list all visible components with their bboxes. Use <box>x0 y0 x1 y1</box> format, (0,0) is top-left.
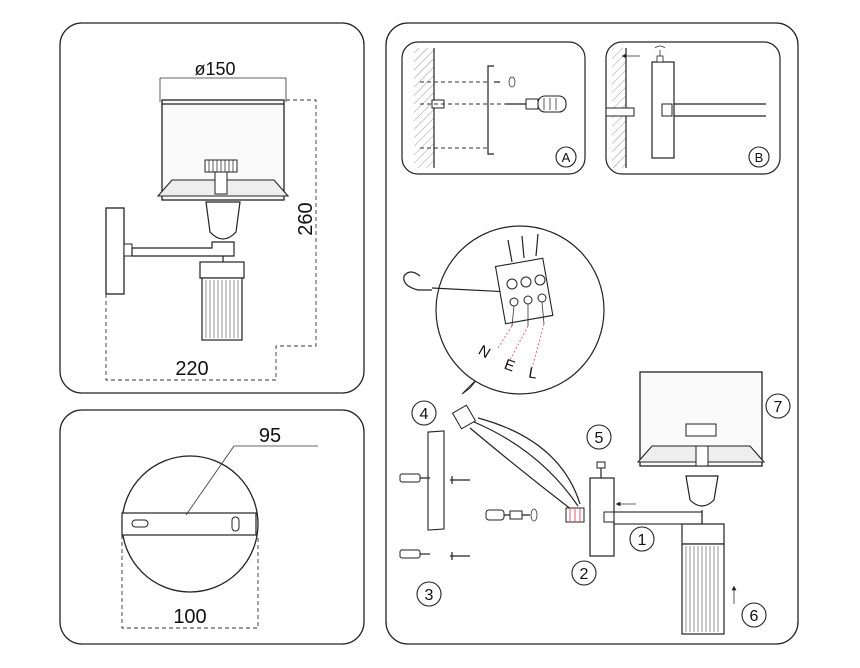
installation-panel: A B <box>385 22 799 645</box>
lamp-shade <box>156 99 290 201</box>
plate-diameter-label: 100 <box>173 606 206 628</box>
assembled-lamp <box>613 371 766 635</box>
step-6-badge: 6 <box>741 602 767 628</box>
detail-b: B <box>605 41 781 175</box>
detail-a: A <box>401 41 586 175</box>
svg-text:1: 1 <box>638 532 647 549</box>
ribbed-body <box>199 261 245 341</box>
connector-cable <box>451 404 585 523</box>
projection-label: 220 <box>175 358 208 380</box>
step-3-badge: 3 <box>416 581 442 607</box>
step-7-badge: 7 <box>765 393 791 419</box>
wall-plate <box>105 207 125 295</box>
detail-b-label: B <box>755 150 764 165</box>
step-5-badge: 5 <box>586 424 612 450</box>
height-label: 260 <box>295 202 317 235</box>
svg-text:7: 7 <box>774 399 783 416</box>
step-2-badge: 2 <box>571 560 597 586</box>
bracket-screws <box>399 430 470 560</box>
wire-l-label: L <box>527 364 538 382</box>
plate-width-label: 95 <box>259 425 281 447</box>
svg-text:5: 5 <box>595 430 604 447</box>
svg-text:3: 3 <box>425 587 434 604</box>
wiring-detail: N E L <box>403 225 605 395</box>
step-4-badge: 4 <box>411 400 437 426</box>
detail-a-label: A <box>562 150 571 165</box>
arm <box>131 241 235 257</box>
svg-text:2: 2 <box>580 566 589 583</box>
shade-diameter-label: ø150 <box>194 59 235 79</box>
mounting-plate-panel: 95 100 <box>59 409 365 645</box>
svg-text:6: 6 <box>750 608 759 625</box>
side-view-panel: ø150 <box>59 22 365 394</box>
mounting-bar <box>121 512 257 536</box>
svg-text:4: 4 <box>420 406 429 423</box>
step-1-badge: 1 <box>629 526 655 552</box>
